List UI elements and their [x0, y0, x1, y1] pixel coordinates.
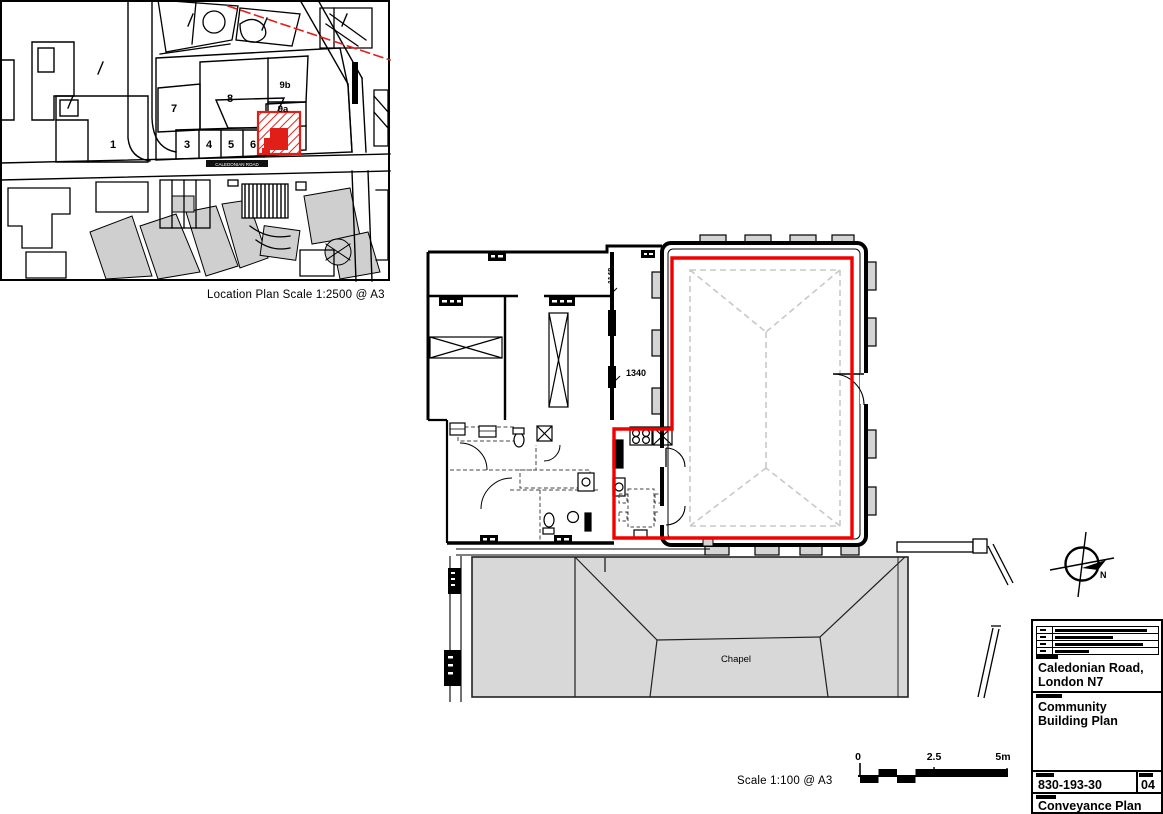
room-tag: [439, 297, 463, 306]
dim-horizontal: 1340: [626, 368, 646, 378]
map-north-buildings: [157, 0, 389, 147]
road-name-bar-vertical: [352, 62, 358, 104]
floor-plan: 1148 1340 Chapel: [426, 234, 1115, 783]
title-block-divider: [1033, 792, 1161, 794]
plot-number: 4: [206, 139, 213, 151]
scale-bar-mid: 2.5: [927, 751, 942, 763]
void-cross-right: [548, 312, 569, 408]
room-tag: [641, 250, 655, 258]
north-arrow-pointer: [1082, 560, 1106, 570]
plot-number: 3: [184, 139, 190, 151]
room-tag: [554, 535, 572, 544]
plot-number: 9a: [278, 104, 289, 115]
revision-number: 04: [1141, 778, 1155, 792]
plan-type: Conveyance Plan: [1038, 799, 1142, 813]
project-field-caption: [1036, 655, 1058, 659]
conveyance-boundary-red: [612, 256, 854, 540]
hall-right-door: [832, 373, 868, 406]
room-tag: [480, 535, 498, 544]
hall-inner-wall-line: [667, 248, 861, 540]
hall-outer-wall: [660, 241, 868, 547]
room-tags: [439, 250, 655, 544]
wc-area: [450, 426, 598, 541]
room-tag: [488, 252, 506, 261]
title-block-divider: [1033, 770, 1161, 772]
red-dashed-line: [226, 4, 392, 62]
chapel-label: Chapel: [721, 654, 751, 665]
road-label-bar: [206, 160, 268, 167]
dimensions: 1148 1340: [606, 268, 646, 383]
revision-row: [1037, 627, 1158, 633]
room-tag: [549, 297, 575, 306]
location-plan-caption: Location Plan Scale 1:2500 @ A3: [207, 289, 385, 301]
scale-bar-zero: 0: [855, 751, 861, 763]
void-cross-left: [429, 336, 503, 359]
chapel: Chapel: [471, 556, 909, 698]
map-buildings-outline: [7, 179, 389, 279]
site-red-hatch: [256, 110, 302, 156]
revision-field-caption: [1139, 773, 1153, 777]
plot-number: 6: [250, 139, 256, 151]
plot-number: 5: [228, 139, 234, 151]
plan-type-field-caption: [1036, 795, 1056, 799]
plan-scale-caption: Scale 1:100 @ A3: [737, 775, 833, 787]
scale-bar: 0 2.5 5m: [855, 751, 1011, 783]
map-tick-marks: [67, 13, 348, 109]
revision-table: [1036, 626, 1159, 655]
revision-row: [1037, 640, 1158, 647]
plot-numbers: 1 7 8 9b 9a 3 4 5 6: [110, 80, 291, 151]
title-block-divider: [1033, 691, 1161, 693]
drawing-title: Community Building Plan: [1038, 700, 1118, 728]
wc-fixtures: [449, 422, 595, 535]
hall-roof-dashed: [689, 269, 841, 527]
drawing-number-field-caption: [1036, 773, 1054, 777]
plot-number: 7: [171, 103, 177, 115]
revision-row: [1037, 647, 1158, 654]
title-block-vertical-divider: [1136, 770, 1138, 793]
north-arrow: N: [1049, 531, 1115, 598]
road-label: CALEDONIAN ROAD: [215, 162, 259, 167]
passage-tags: [444, 568, 461, 686]
drawing-number: 830-193-30: [1038, 778, 1102, 792]
plot-number: 8: [227, 93, 233, 105]
drawing-title-field-caption: [1036, 694, 1062, 698]
site-building-solid-red: [264, 128, 288, 150]
annex-walls: [426, 244, 662, 545]
plot-number: 9b: [279, 80, 290, 91]
title-block: Caledonian Road, London N7 Community Bui…: [1031, 619, 1163, 814]
project-title: Caledonian Road, London N7: [1038, 661, 1144, 689]
wall-window-block: [608, 310, 616, 336]
wall-window-block: [608, 366, 616, 388]
revision-row: [1037, 633, 1158, 640]
dim-vertical: 1148: [606, 268, 615, 284]
kitchen-hall-doors: [658, 447, 714, 547]
plot-number: 1: [110, 139, 116, 151]
location-plan-map: CALEDONIAN ROAD: [0, 0, 392, 282]
boundary-walls-right: [896, 538, 1014, 699]
map-buildings-gray: [89, 187, 381, 280]
map-west-buildings: [0, 41, 149, 163]
scale-bar-end: 5m: [995, 751, 1010, 763]
hall-buttresses: [651, 234, 877, 556]
north-label: N: [1100, 570, 1107, 580]
